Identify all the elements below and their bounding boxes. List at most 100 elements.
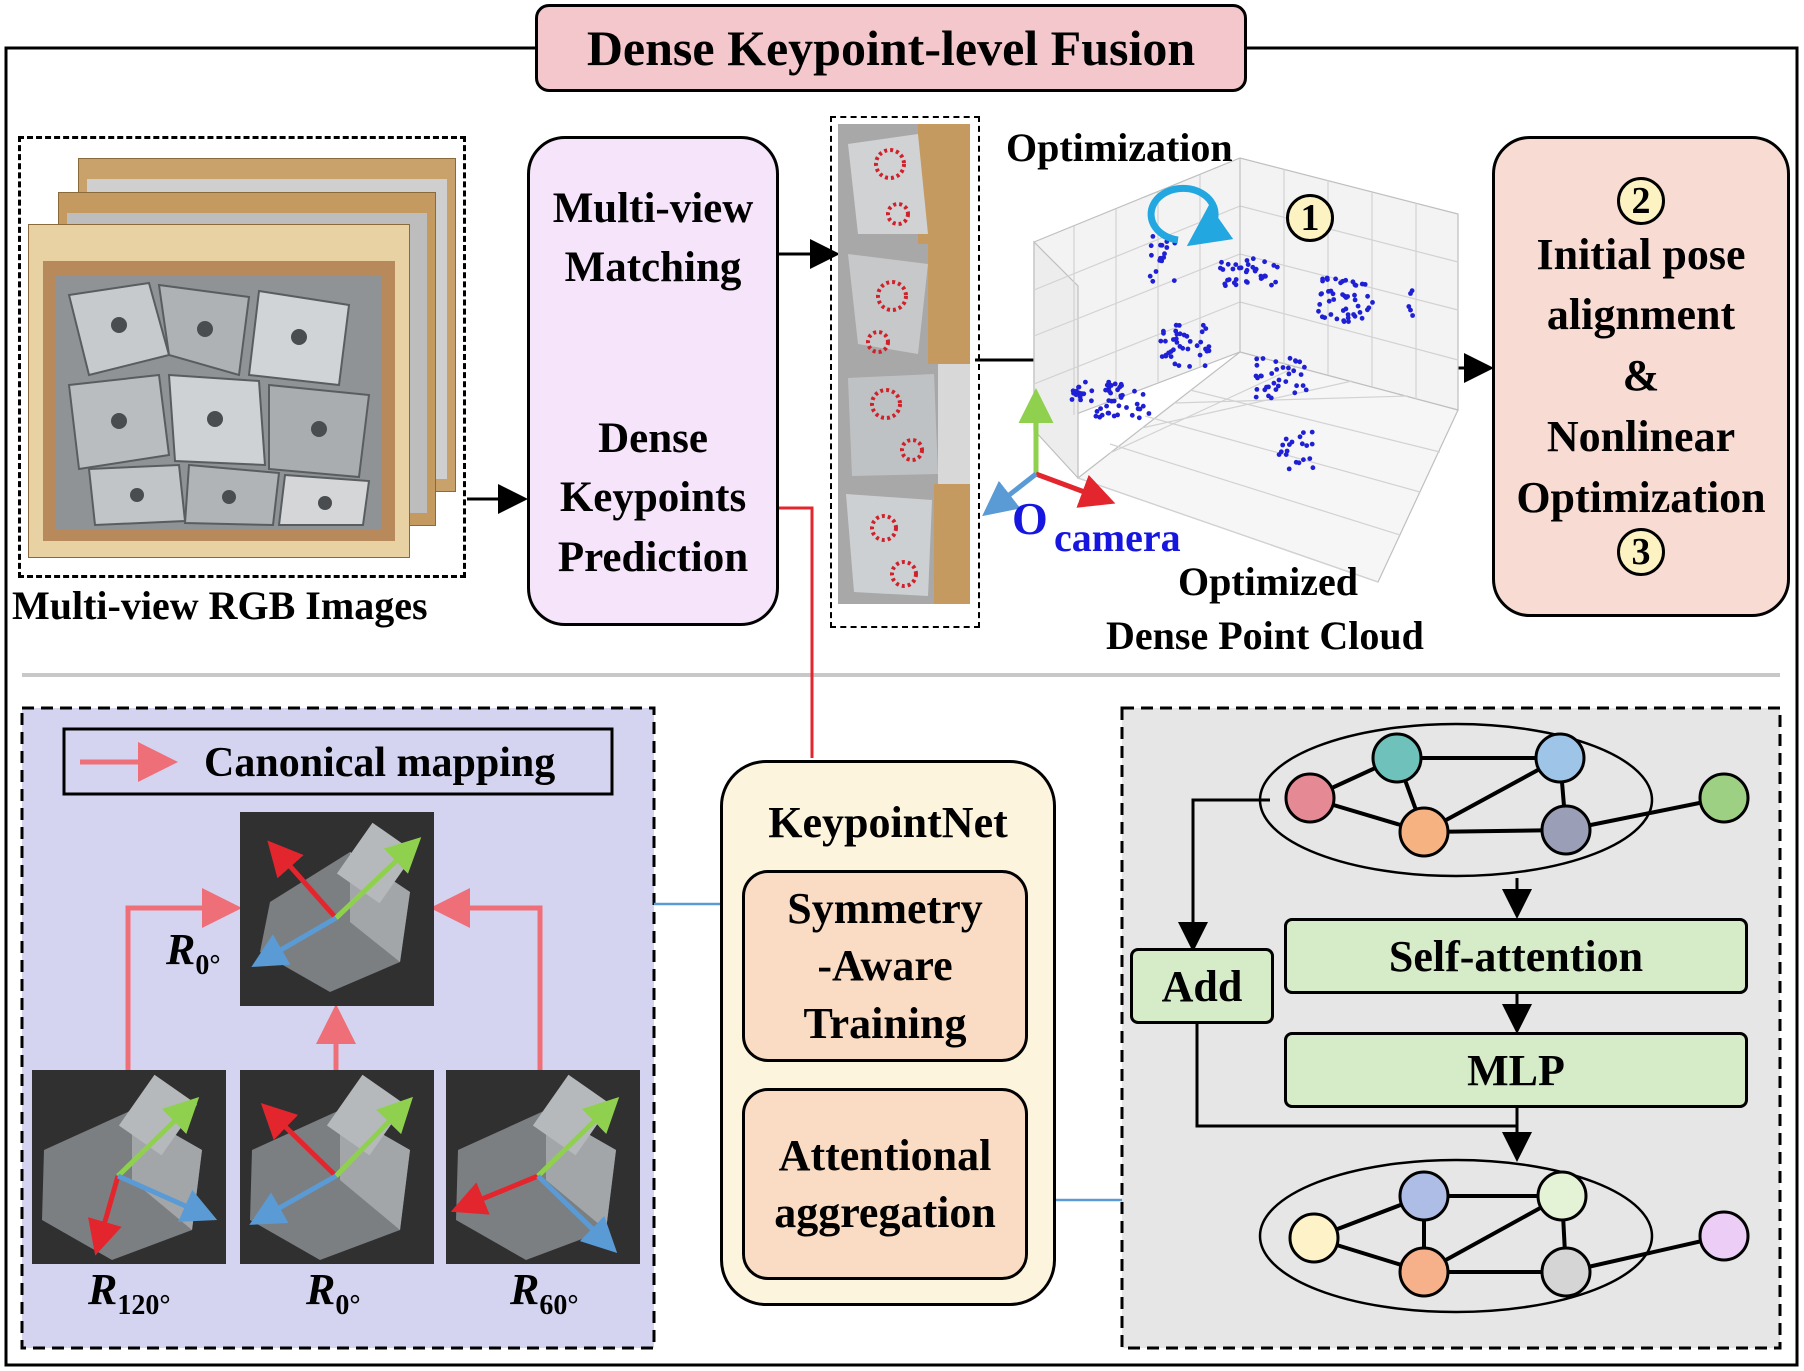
cloud-point <box>1118 395 1124 400</box>
cloud-point <box>1171 278 1177 283</box>
cloud-point <box>1117 384 1123 390</box>
cloud-point <box>1307 456 1313 461</box>
cloud-point <box>1359 281 1365 287</box>
images-dashed-box <box>18 136 466 578</box>
cloud-point <box>1245 280 1250 285</box>
cloud-point <box>1108 383 1114 388</box>
cloud-point <box>1318 291 1324 297</box>
pose-alignment-box: 2 Initial pose alignment & Nonlinear Opt… <box>1492 136 1790 617</box>
symmetry-line1: Symmetry <box>787 884 983 934</box>
cloud-point <box>1244 258 1250 263</box>
cloud-point <box>1078 397 1083 403</box>
cloud-point <box>1254 387 1260 392</box>
rotation-sub-120: 120° <box>117 1289 171 1321</box>
prediction-line2: Keypoints <box>559 474 747 522</box>
cloud-point <box>1291 368 1297 374</box>
cloud-point <box>1180 345 1186 351</box>
cloud-point <box>1299 441 1305 447</box>
cloud-point <box>1111 413 1117 419</box>
mapping-arrow-right <box>430 888 543 1070</box>
cloud-point <box>1260 275 1265 280</box>
legend-box <box>62 727 614 796</box>
cloud-point <box>1206 348 1212 354</box>
cloud-point <box>1280 442 1286 448</box>
cloud-point <box>1280 365 1286 370</box>
rotation-sub-0: 0° <box>335 1289 361 1321</box>
cloud-point <box>1309 429 1315 435</box>
cloud-point <box>1097 414 1103 420</box>
cloud-point <box>1149 252 1154 258</box>
cloud-point <box>1148 243 1154 249</box>
cloud-point <box>1147 273 1153 279</box>
cloud-point <box>1357 310 1363 315</box>
cloud-point <box>1199 329 1205 335</box>
mapping-arrow-left <box>125 888 242 1070</box>
cloud-point <box>1330 291 1336 297</box>
matching-line1: Multi-view <box>552 185 754 232</box>
cloud-point <box>1410 313 1415 318</box>
cloud-point <box>1223 283 1228 289</box>
cloud-point <box>1274 367 1280 372</box>
canonical-thumb-0 <box>240 1070 434 1264</box>
cloud-point <box>1161 255 1167 260</box>
cloud-point <box>1069 397 1075 402</box>
cloud-point <box>1340 292 1345 297</box>
cloud-point <box>1134 401 1140 407</box>
cloud-point <box>1074 388 1079 394</box>
cloud-label-line1: Optimized <box>1178 559 1358 604</box>
cloud-point <box>1187 339 1193 344</box>
cloud-point <box>1406 304 1412 309</box>
symmetry-aware-box: Symmetry -Aware Training <box>742 870 1028 1062</box>
cloud-point <box>1150 278 1156 284</box>
cloud-point <box>1341 319 1347 324</box>
rotation-label-120: R120° <box>88 1264 171 1322</box>
legend-label: Canonical mapping <box>204 740 556 786</box>
cloud-point <box>1173 328 1179 334</box>
cloud-point <box>1320 278 1325 284</box>
cloud-point <box>1140 403 1146 409</box>
cloud-point <box>1153 269 1159 274</box>
cloud-point <box>1283 452 1289 457</box>
cloud-point <box>1124 405 1129 410</box>
cloud-point <box>1161 330 1166 336</box>
graph-nodes-output <box>1288 1170 1750 1298</box>
cloud-point <box>1093 413 1099 419</box>
cloud-point <box>1158 242 1163 248</box>
cloud-point <box>1250 256 1256 262</box>
cloud-point <box>1317 302 1323 307</box>
cloud-point <box>1287 355 1293 361</box>
cloud-point <box>1198 339 1204 345</box>
cloud-point <box>1129 412 1135 418</box>
cloud-point <box>1340 278 1346 284</box>
cloud-point <box>1370 300 1375 305</box>
cloud-point <box>1262 259 1267 265</box>
cloud-point <box>1269 282 1274 288</box>
cloud-point <box>1254 356 1260 362</box>
cloud-point <box>1297 434 1303 440</box>
cloud-point <box>1297 359 1303 365</box>
images-label: Multi-view RGB Images <box>12 583 428 628</box>
cloud-point <box>1301 430 1306 435</box>
cloud-point <box>1112 381 1118 387</box>
cloud-point <box>1225 277 1230 283</box>
cloud-point <box>1328 312 1334 317</box>
point-cloud-plot <box>1033 157 1459 583</box>
cloud-point <box>1185 346 1191 352</box>
cloud-point <box>1316 308 1321 314</box>
cloud-point <box>1353 283 1359 288</box>
cloud-point <box>1275 383 1281 389</box>
cloud-point <box>1200 322 1206 328</box>
cloud-point <box>1187 364 1192 369</box>
graph-nodes-input <box>1284 732 1750 858</box>
cloud-point <box>1343 295 1349 300</box>
cloud-point <box>1176 363 1182 368</box>
rotation-symbol-0: R <box>306 1265 336 1314</box>
title-box: Dense Keypoint-level Fusion <box>535 4 1247 92</box>
cloud-point <box>1286 466 1292 472</box>
strip-image-1 <box>838 124 970 244</box>
cloud-point <box>1150 234 1156 239</box>
cloud-point <box>1219 259 1224 265</box>
cloud-point <box>1345 315 1351 321</box>
step3-marker: 3 <box>1617 528 1665 577</box>
cloud-point <box>1083 379 1088 385</box>
